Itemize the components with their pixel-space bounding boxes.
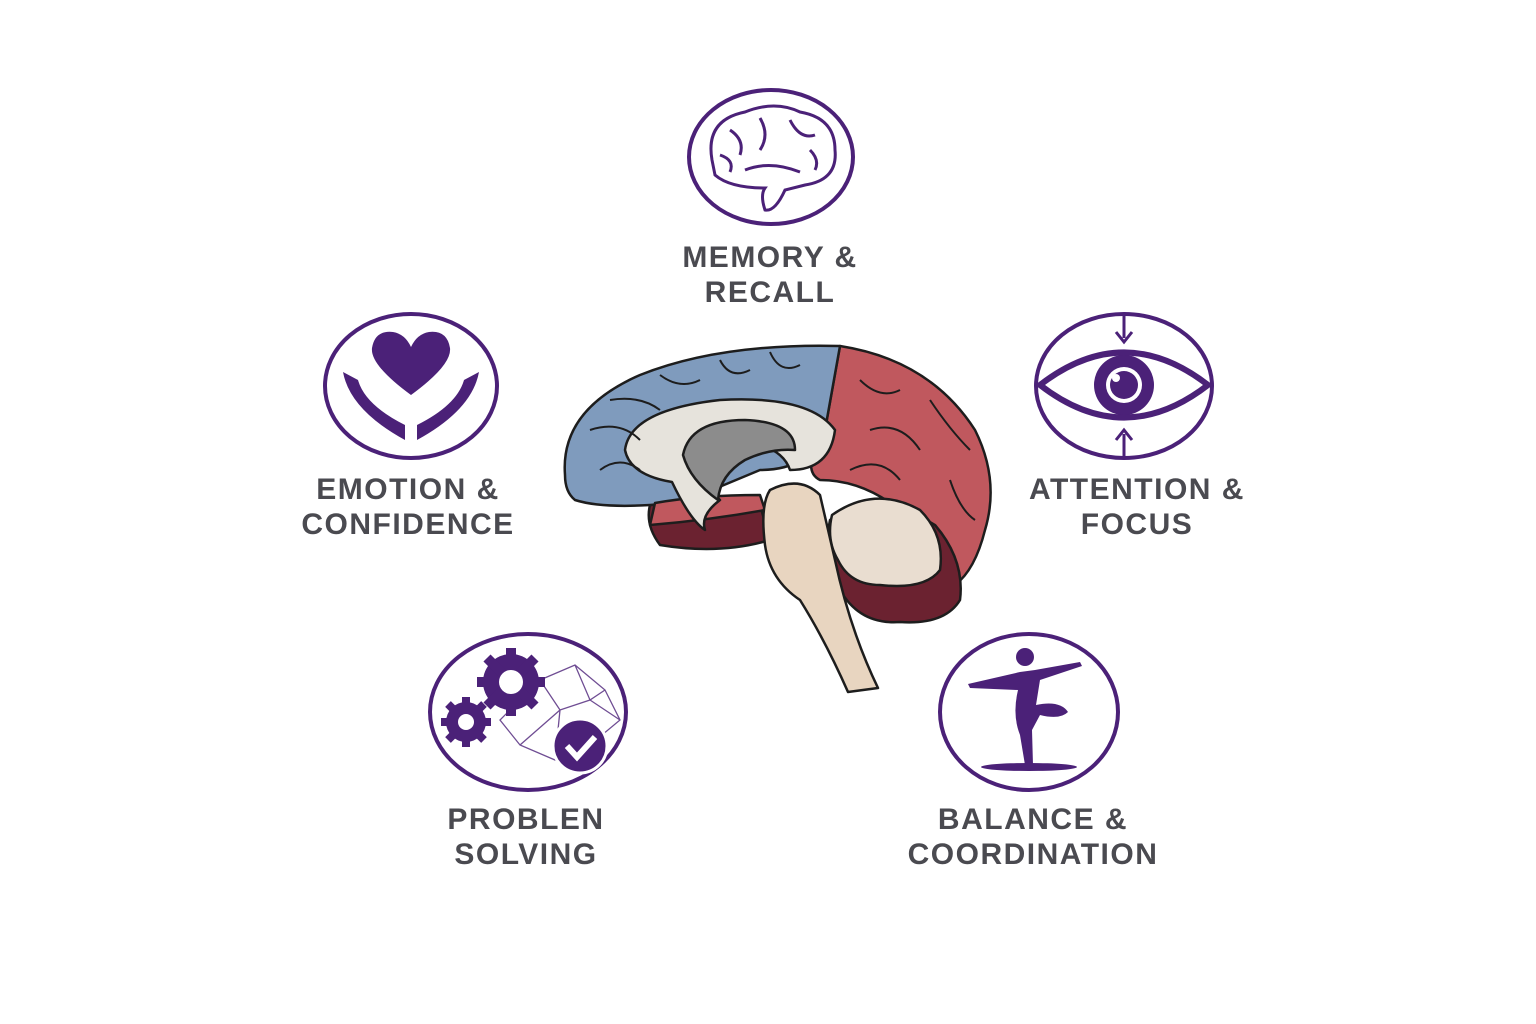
small-gear-icon (441, 697, 491, 747)
attention-focus-line1: ATTENTION & (1029, 473, 1245, 506)
balance-coordination-line2: COORDINATION (907, 838, 1159, 871)
large-gear-icon (477, 648, 545, 716)
icon-circle (687, 88, 855, 226)
left-hand-icon (343, 372, 405, 440)
check-icon (564, 734, 598, 762)
balance-figure-icon (968, 648, 1082, 771)
attention-focus-label: ATTENTION & FOCUS (1029, 472, 1245, 542)
right-hand-icon (417, 372, 479, 440)
gyri-lines (589, 351, 976, 521)
problem-solving-icon (428, 632, 628, 792)
balance-coordination-label: BALANCE & COORDINATION (908, 802, 1159, 872)
eye-highlight (1112, 374, 1120, 382)
lateral-ventricle (681, 418, 797, 502)
icon-circle (1034, 312, 1214, 460)
emotion-confidence-label: EMOTION & CONFIDENCE (301, 472, 514, 542)
arrow-up-icon (1114, 427, 1134, 456)
memory-recall-icon (687, 88, 855, 226)
memory-recall-line2: RECALL (704, 276, 836, 309)
problem-solving-line1: PROBLEN (447, 803, 605, 836)
emotion-confidence-line2: CONFIDENCE (301, 508, 515, 541)
balance-coordination-line1: BALANCE & (937, 803, 1129, 836)
occipital-parietal-region (810, 344, 992, 587)
problem-solving-label: PROBLEN SOLVING (447, 802, 604, 872)
checkmark-badge (551, 717, 609, 775)
brain-icon (709, 104, 837, 212)
heart-icon (371, 331, 451, 395)
memory-recall-line1: MEMORY & (682, 241, 858, 274)
balance-coordination-icon (938, 632, 1120, 792)
central-brain-illustration (563, 344, 992, 694)
attention-focus-icon (1034, 312, 1214, 460)
problem-solving-line2: SOLVING (454, 838, 598, 871)
emotion-confidence-icon (323, 312, 499, 460)
icon-circle (323, 312, 499, 460)
icon-circle (428, 632, 628, 792)
brainstem (762, 482, 880, 694)
cerebellum (828, 497, 942, 588)
attention-focus-line2: FOCUS (1080, 508, 1194, 541)
icon-circle (938, 632, 1120, 792)
arrow-down-icon (1114, 316, 1134, 345)
memory-recall-label: MEMORY & RECALL (682, 240, 857, 310)
emotion-confidence-line1: EMOTION & (316, 473, 500, 506)
